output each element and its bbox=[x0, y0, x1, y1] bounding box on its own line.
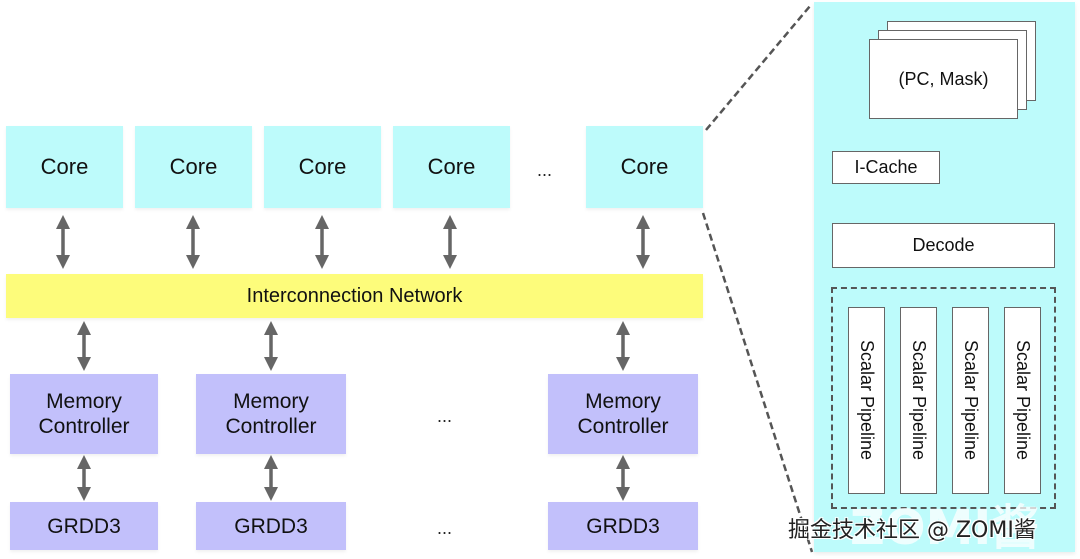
scalar-pipeline-box: Scalar Pipeline bbox=[848, 307, 885, 494]
warp-context-label: (PC, Mask) bbox=[898, 68, 989, 89]
core-box-expanded: Core bbox=[586, 126, 703, 208]
core-box: Core bbox=[264, 126, 381, 208]
interconnection-network: Interconnection Network bbox=[6, 274, 703, 318]
core-label: Core bbox=[620, 154, 669, 179]
memory-ellipsis: ... bbox=[437, 406, 453, 426]
core-label: Core bbox=[298, 154, 347, 179]
grdd3-label: GRDD3 bbox=[234, 514, 308, 538]
decode-label: Decode bbox=[912, 235, 975, 255]
core-box: Core bbox=[393, 126, 510, 208]
scalar-pipeline-box: Scalar Pipeline bbox=[900, 307, 937, 494]
core-detail-panel: (PC, Mask) I-Cache Decode Scalar Pipelin… bbox=[814, 2, 1075, 552]
grdd3-ellipsis: ... bbox=[437, 518, 453, 538]
scalar-pipeline-box: Scalar Pipeline bbox=[952, 307, 989, 494]
scalar-pipeline-label: Scalar Pipeline bbox=[909, 340, 929, 461]
memory-controller-box: Memory Controller bbox=[196, 374, 346, 454]
core-label: Core bbox=[40, 154, 89, 179]
zoom-dashed-line-top bbox=[705, 5, 811, 131]
grdd3-label: GRDD3 bbox=[47, 514, 121, 538]
memory-controller-label: Memory Controller bbox=[38, 390, 130, 438]
memory-controller-box: Memory Controller bbox=[10, 374, 158, 454]
interconnect-label: Interconnection Network bbox=[246, 284, 463, 307]
scalar-pipeline-label: Scalar Pipeline bbox=[857, 340, 877, 461]
memory-controller-box: Memory Controller bbox=[548, 374, 698, 454]
core-label: Core bbox=[427, 154, 476, 179]
core-label: Core bbox=[169, 154, 218, 179]
scalar-pipeline-label: Scalar Pipeline bbox=[961, 340, 981, 461]
core-ellipsis: ... bbox=[537, 160, 553, 180]
memory-controller-label: Memory Controller bbox=[577, 390, 669, 438]
zoom-dashed-line-bottom bbox=[701, 212, 814, 553]
watermark-background: ZOMI酱 bbox=[850, 500, 1040, 556]
grdd3-box: GRDD3 bbox=[10, 502, 158, 550]
watermark: 掘金技术社区 @ ZOMI酱 bbox=[788, 518, 1036, 543]
warp-context-box: (PC, Mask) bbox=[869, 39, 1018, 119]
decode-box: Decode bbox=[832, 223, 1055, 268]
grdd3-label: GRDD3 bbox=[586, 514, 660, 538]
scalar-pipeline-group bbox=[831, 287, 1056, 509]
grdd3-box: GRDD3 bbox=[548, 502, 698, 550]
scalar-pipeline-box: Scalar Pipeline bbox=[1004, 307, 1041, 494]
icache-box: I-Cache bbox=[832, 151, 940, 184]
scalar-pipeline-label: Scalar Pipeline bbox=[1013, 340, 1033, 461]
core-box: Core bbox=[6, 126, 123, 208]
grdd3-box: GRDD3 bbox=[196, 502, 346, 550]
icache-label: I-Cache bbox=[854, 157, 918, 177]
core-box: Core bbox=[135, 126, 252, 208]
memory-controller-label: Memory Controller bbox=[225, 390, 317, 438]
